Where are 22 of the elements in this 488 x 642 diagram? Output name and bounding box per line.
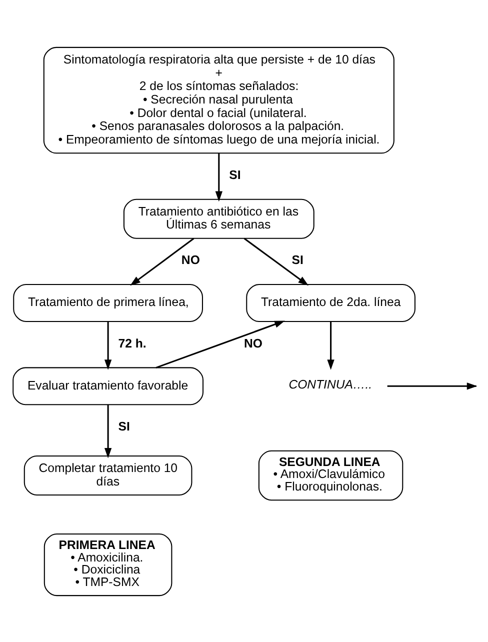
node-box: PRIMERA LINEA • Amoxicilina. • Doxiciclina • TMP-SMX: [43, 532, 172, 596]
node-box: SEGUNDA LINEA • Amoxi/Clavulámico • Fluoroquinolonas.: [258, 450, 403, 500]
edge-label: NO: [244, 336, 262, 350]
node-box: Evaluar tratamiento favorable: [12, 366, 204, 405]
arrow: [214, 152, 222, 202]
node-box: Completar tratamiento 10 días: [23, 454, 192, 495]
edge-label: 72 h.: [118, 336, 146, 350]
arrow: [104, 321, 112, 370]
node-box: Tratamiento antibiótico en las Últimas 6 semanas: [122, 198, 314, 238]
edge-label: SI: [228, 167, 240, 182]
arrow: [130, 237, 194, 286]
arrow: [243, 237, 308, 286]
edge-label: NO: [180, 252, 200, 267]
node-box: Sintomatología respiratoria alta que persiste + de 10 días + 2 de los síntomas señalados: • Secreción nasal purulenta • Dolor dental o facial (unilateral. • Senos paranasales dolorosos a la palpación. • Empeoramiento de síntomas luego de una mejoría inicial.: [42, 46, 394, 154]
node-box: Tratamiento de 2da. línea: [246, 284, 415, 322]
arrow: [155, 320, 284, 368]
edge-label: SI: [291, 252, 303, 267]
arrow: [326, 321, 334, 370]
edge-label: SI: [118, 418, 130, 433]
arrow: [104, 404, 112, 458]
node-box: Tratamiento de primera línea,: [12, 284, 202, 322]
node-text: CONTINUA…..: [288, 376, 372, 391]
